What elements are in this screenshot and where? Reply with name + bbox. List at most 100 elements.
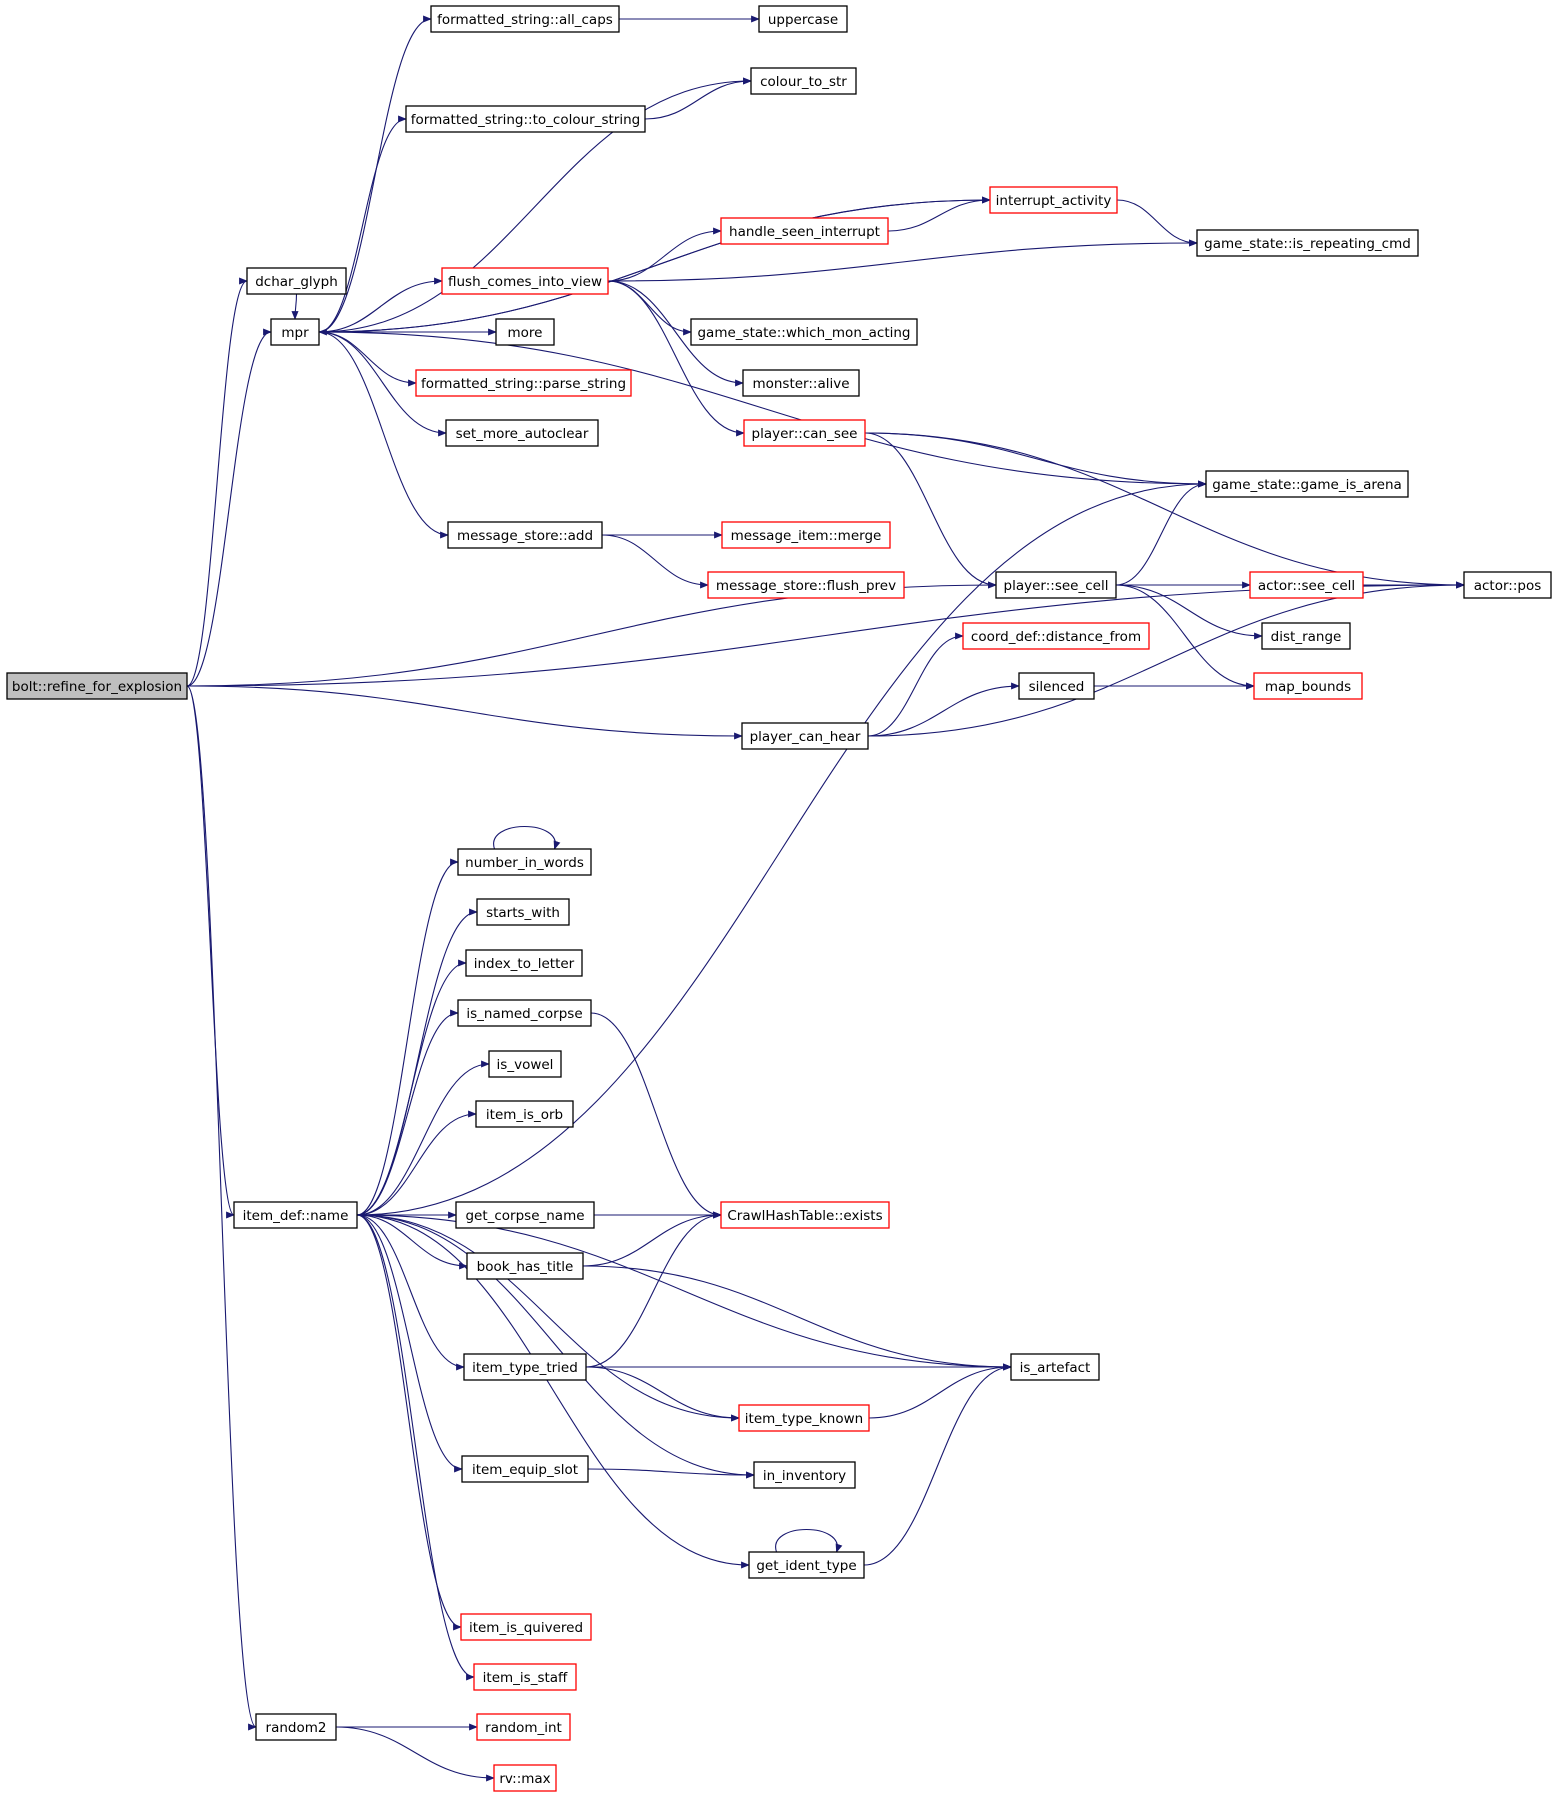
- node-player-can-see[interactable]: player::can_see: [743, 419, 866, 447]
- node-is-artefact[interactable]: is_artefact: [1010, 1353, 1100, 1381]
- node-monster-alive[interactable]: monster::alive: [742, 369, 860, 397]
- node-box: [721, 521, 891, 549]
- node-which-mon-acting[interactable]: game_state::which_mon_acting: [690, 318, 918, 346]
- node-box: [445, 419, 599, 447]
- node-box: [457, 848, 592, 876]
- edge-item-equip-slot-to-in-inventory: [587, 1468, 755, 1479]
- node-label: book_has_title: [477, 1259, 574, 1275]
- node-item-equip-slot[interactable]: item_equip_slot: [461, 1455, 589, 1483]
- node-box: [1261, 622, 1351, 650]
- node-box: [255, 1713, 337, 1741]
- node-flush-prev[interactable]: message_store::flush_prev: [707, 571, 905, 599]
- node-flush-comes-into-view[interactable]: flush_comes_into_view: [441, 267, 609, 295]
- node-game-is-arena[interactable]: game_state::game_is_arena: [1205, 470, 1409, 498]
- node-box: [758, 5, 848, 33]
- edge-item-def-name-to-item-is-quivered: [356, 1214, 462, 1631]
- node-mpr[interactable]: mpr: [270, 318, 320, 346]
- edge-player-can-hear-to-distance-from: [867, 632, 964, 737]
- node-box: [989, 186, 1118, 214]
- node-label: actor::pos: [1474, 578, 1542, 594]
- node-to-colour-string[interactable]: formatted_string::to_colour_string: [405, 105, 646, 133]
- edge-bolt-to-random2: [186, 685, 257, 1731]
- node-box: [466, 1252, 584, 1280]
- node-get-ident-type[interactable]: get_ident_type: [748, 1551, 865, 1579]
- node-message-item-merge[interactable]: message_item::merge: [721, 521, 891, 549]
- node-number-in-words[interactable]: number_in_words: [457, 848, 592, 876]
- node-box: [441, 267, 609, 295]
- node-box: [461, 1455, 589, 1483]
- node-hash-exists[interactable]: CrawlHashTable::exists: [720, 1201, 890, 1229]
- node-rv-max[interactable]: rv::max: [493, 1764, 557, 1792]
- node-player-see-cell[interactable]: player::see_cell: [995, 571, 1117, 599]
- node-map-bounds[interactable]: map_bounds: [1253, 672, 1363, 700]
- node-actor-pos[interactable]: actor::pos: [1463, 571, 1552, 599]
- node-item-is-orb[interactable]: item_is_orb: [475, 1100, 574, 1128]
- edge-bolt-to-item-def-name: [186, 685, 235, 1219]
- node-label: game_state::is_repeating_cmd: [1204, 236, 1411, 252]
- node-more[interactable]: more: [495, 318, 555, 346]
- edge-player-can-see-to-player-see-cell: [864, 432, 997, 589]
- node-parse-string[interactable]: formatted_string::parse_string: [415, 369, 632, 397]
- node-actor-see-cell[interactable]: actor::see_cell: [1249, 571, 1364, 599]
- edge-book-has-title-to-hash-exists: [582, 1211, 722, 1267]
- edge-flush-comes-into-view-to-handle-seen-interrupt: [607, 227, 722, 282]
- node-label: message_item::merge: [731, 528, 882, 544]
- node-label: number_in_words: [465, 855, 584, 871]
- node-label: actor::see_cell: [1258, 578, 1355, 594]
- node-get-corpse-name[interactable]: get_corpse_name: [455, 1201, 595, 1229]
- node-item-is-quivered[interactable]: item_is_quivered: [460, 1613, 592, 1641]
- node-box: [246, 267, 347, 295]
- node-random-int[interactable]: random_int: [476, 1713, 571, 1741]
- node-interrupt-activity[interactable]: interrupt_activity: [989, 186, 1118, 214]
- node-box: [742, 369, 860, 397]
- node-starts-with[interactable]: starts_with: [476, 898, 570, 926]
- node-is-named-corpse[interactable]: is_named_corpse: [457, 999, 592, 1027]
- node-set-more-autoclear[interactable]: set_more_autoclear: [445, 419, 599, 447]
- edge-item-def-name-to-item-type-tried: [356, 1214, 465, 1371]
- node-item-type-tried[interactable]: item_type_tried: [463, 1353, 587, 1381]
- node-distance-from[interactable]: coord_def::distance_from: [962, 622, 1150, 650]
- node-label: item_is_quivered: [469, 1620, 583, 1636]
- node-label: item_type_known: [745, 1411, 863, 1427]
- node-box: [475, 1100, 574, 1128]
- edge-flush-comes-into-view-to-which-mon-acting: [607, 280, 692, 336]
- node-box: [465, 949, 583, 977]
- node-is-vowel[interactable]: is_vowel: [488, 1050, 562, 1078]
- node-all-caps[interactable]: formatted_string::all_caps: [430, 5, 620, 33]
- node-is-repeating-cmd[interactable]: game_state::is_repeating_cmd: [1196, 229, 1419, 257]
- node-colour-to-str[interactable]: colour_to_str: [750, 67, 857, 95]
- node-label: monster::alive: [752, 376, 849, 392]
- node-box: [455, 1201, 595, 1229]
- edge-bolt-to-mpr: [186, 328, 272, 687]
- node-label: flush_comes_into_view: [448, 274, 602, 290]
- node-uppercase[interactable]: uppercase: [758, 5, 848, 33]
- node-item-type-known[interactable]: item_type_known: [738, 1404, 870, 1432]
- node-random2[interactable]: random2: [255, 1713, 337, 1741]
- node-label: random_int: [485, 1720, 562, 1736]
- node-silenced[interactable]: silenced: [1018, 672, 1095, 700]
- node-label: set_more_autoclear: [456, 426, 589, 442]
- node-message-store-add[interactable]: message_store::add: [447, 521, 603, 549]
- node-label: get_ident_type: [756, 1558, 856, 1574]
- edge-random2-to-rv-max: [335, 1726, 495, 1782]
- node-in-inventory[interactable]: in_inventory: [753, 1461, 856, 1489]
- node-item-def-name[interactable]: item_def::name: [233, 1201, 358, 1229]
- node-label: colour_to_str: [760, 74, 847, 90]
- node-dchar-glyph[interactable]: dchar_glyph: [246, 267, 347, 295]
- edge-item-def-name-to-game-is-arena: [356, 480, 1207, 1216]
- node-box: [430, 5, 620, 33]
- node-player-can-hear[interactable]: player_can_hear: [741, 722, 869, 750]
- node-bolt[interactable]: bolt::refine_for_explosion: [6, 672, 188, 700]
- edge-to-colour-string-to-colour-to-str: [644, 77, 752, 120]
- edge-handle-seen-interrupt-to-interrupt-activity: [887, 196, 991, 232]
- node-label: interrupt_activity: [996, 193, 1112, 209]
- node-label: mpr: [281, 325, 309, 341]
- node-index-to-letter[interactable]: index_to_letter: [465, 949, 583, 977]
- node-box: [741, 722, 869, 750]
- node-dist-range[interactable]: dist_range: [1261, 622, 1351, 650]
- node-box: [1205, 470, 1409, 498]
- node-book-has-title[interactable]: book_has_title: [466, 1252, 584, 1280]
- node-handle-seen-interrupt[interactable]: handle_seen_interrupt: [720, 217, 889, 245]
- node-item-is-staff[interactable]: item_is_staff: [473, 1663, 577, 1691]
- edge-item-def-name-to-item-equip-slot: [356, 1214, 463, 1473]
